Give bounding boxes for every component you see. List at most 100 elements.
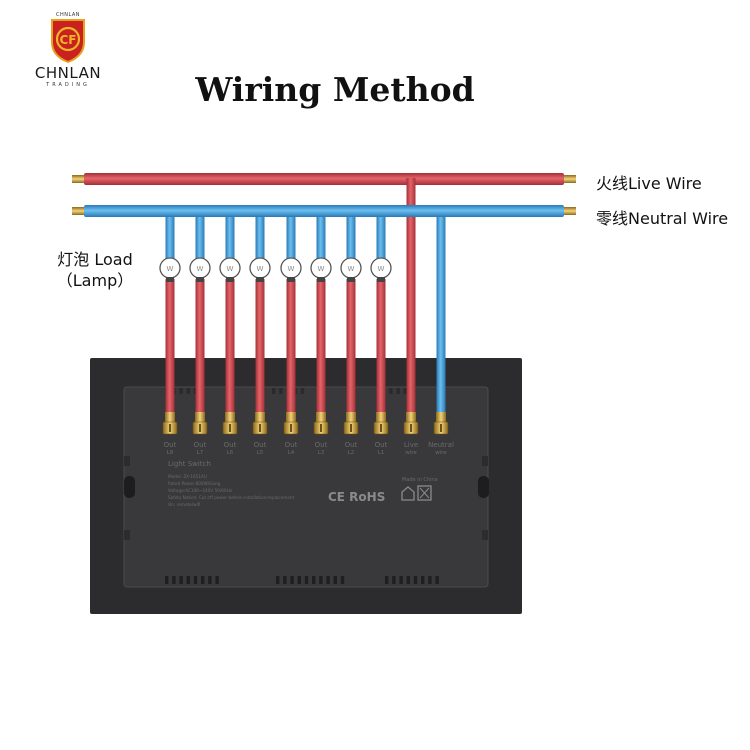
made-in-label: Made in China [402, 477, 438, 483]
vent-slot [172, 576, 176, 584]
vent-slots [165, 388, 439, 584]
terminal [283, 412, 299, 435]
neutral-drop-wire [286, 216, 296, 259]
bulb-glyph: W [167, 265, 174, 273]
vent-slot [186, 576, 190, 584]
vent-slot [272, 388, 276, 394]
bulb-icon: W [310, 257, 332, 282]
vent-slot [297, 576, 301, 584]
neutral-wire-label: 零线Neutral Wire [596, 209, 729, 228]
terminal [343, 412, 359, 435]
load-output-wire [286, 279, 296, 412]
terminal-label-top: Out [375, 441, 388, 449]
terminal [403, 412, 419, 435]
mount-slot-right [478, 476, 489, 498]
live-supply-wire [406, 178, 416, 412]
neutral-drop-wire [346, 216, 356, 259]
side-notch [482, 530, 488, 540]
terminal-label-bottom: L5 [257, 450, 264, 456]
terminal [162, 412, 178, 435]
bulb-glyph: W [227, 265, 234, 273]
load-output-wire [165, 279, 175, 412]
load-output-wire [316, 279, 326, 412]
bulb-glyph: W [197, 265, 204, 273]
terminal-label-bottom: wire [405, 450, 417, 456]
vent-slot [340, 576, 345, 584]
bulb-icon: W [280, 257, 302, 282]
vent-slot [290, 576, 294, 584]
terminal-label-bottom: L2 [348, 450, 355, 456]
bulb-glyph: W [318, 265, 325, 273]
terminal-label-top: Out [315, 441, 328, 449]
side-notch [124, 456, 130, 466]
terminal [433, 412, 449, 435]
vent-slot [201, 576, 205, 584]
terminal [373, 412, 389, 435]
terminal-label-bottom: L7 [197, 450, 204, 456]
vent-slot [208, 576, 212, 584]
spec-line: Safety Notice: Cut off power before inst… [168, 495, 295, 500]
live-wire-tip-left [72, 175, 84, 183]
terminal-label-bottom: wire [435, 450, 447, 456]
vent-slot [392, 576, 396, 584]
terminal-label-top: Out [164, 441, 177, 449]
product-name: Light Switch [168, 460, 211, 468]
bulb-icon: W [159, 257, 181, 282]
neutral-drop-wire [195, 216, 205, 259]
load-output-wire [376, 279, 386, 412]
vent-slot [300, 388, 305, 394]
spec-line: On: remote/wifi [168, 502, 201, 507]
vent-slot [179, 388, 183, 394]
vent-slot [165, 576, 169, 584]
vent-slot [428, 576, 432, 584]
vent-slot [389, 388, 393, 394]
recycle-house-icon [401, 485, 432, 501]
terminal-label-bottom: L6 [227, 450, 234, 456]
neutral-wire [84, 205, 564, 217]
vent-slot [276, 576, 280, 584]
live-wire-label: 火线Live Wire [596, 174, 702, 193]
neutral-drop-wire [376, 216, 386, 259]
vent-slot [326, 576, 330, 584]
vent-slot [186, 388, 190, 394]
vent-slot [435, 576, 439, 584]
vent-slot [179, 576, 183, 584]
bulb-icon: W [340, 257, 362, 282]
terminal [252, 412, 268, 435]
terminal-label-top: Out [224, 441, 237, 449]
brand-subtitle: TRADING [46, 82, 90, 88]
terminal-label-bottom: L4 [288, 450, 295, 456]
bulb-icon: W [370, 257, 392, 282]
load-output-wire [255, 279, 265, 412]
terminal [222, 412, 238, 435]
bulb-glyph: W [378, 265, 385, 273]
bulb-icon: W [249, 257, 271, 282]
brand-top-text: CHNLAN [55, 12, 81, 18]
vent-slot [399, 576, 403, 584]
vent-slot [413, 576, 418, 584]
side-notch [482, 456, 488, 466]
neutral-drop-wire [255, 216, 265, 259]
vent-slot [421, 576, 425, 584]
vent-slot [406, 576, 410, 584]
mount-slot-left [124, 476, 135, 498]
terminal [313, 412, 329, 435]
brand-logo: CHNLAN CF CHNLAN TRADING [18, 8, 118, 98]
load-output-wire [195, 279, 205, 412]
neutral-drop-wire [316, 216, 326, 259]
terminal-label-bottom: L1 [378, 450, 385, 456]
neutral-drop-wire [165, 216, 175, 259]
spec-line: Voltage:AC100~240V 50/60Hz [168, 488, 233, 493]
vent-slot [385, 576, 389, 584]
logo-letters: CF [59, 33, 76, 47]
certification-marks: CE RoHS [328, 490, 385, 504]
bulb-icon: W [189, 257, 211, 282]
neutral-wire-tip-right [564, 207, 576, 215]
shield-icon: CF [51, 19, 85, 64]
load-label-line1: 灯泡 Load [57, 250, 133, 269]
vent-slot [283, 576, 287, 584]
bulb-glyph: W [288, 265, 295, 273]
